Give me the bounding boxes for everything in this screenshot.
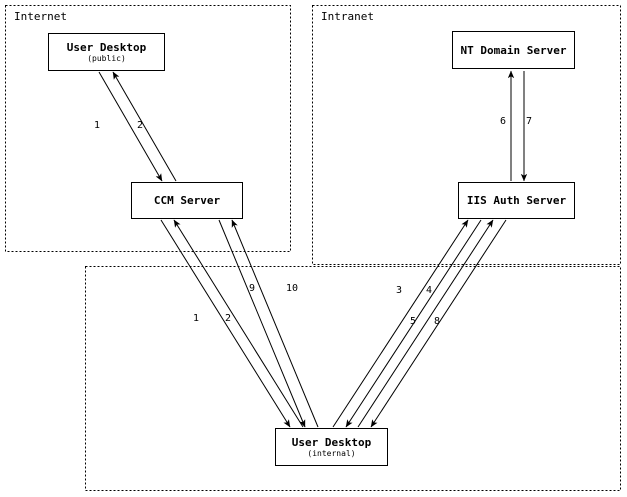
edge-label-7: 7	[526, 116, 533, 127]
node-user-desktop-public-subtitle: (public)	[87, 53, 126, 63]
edge-label-5: 5	[410, 316, 417, 327]
node-ccm-server-title: CCM Server	[153, 194, 221, 207]
zone-label-internet: Internet	[14, 10, 67, 23]
edge-label-1-bottom: 1	[193, 313, 200, 324]
flow-connectors	[98, 70, 528, 428]
node-user-desktop-public[interactable]: User Desktop (public)	[48, 33, 165, 71]
flow-10-line	[218, 219, 306, 428]
zone-corporate-outline	[85, 266, 621, 491]
edge-label-10: 10	[286, 283, 299, 294]
node-ccm-server[interactable]: CCM Server	[131, 182, 243, 219]
flow-5-line	[357, 219, 494, 428]
node-user-desktop-internal-subtitle: (internal)	[307, 448, 356, 458]
edge-label-2-bottom: 2	[225, 313, 232, 324]
node-user-desktop-public-title: User Desktop	[66, 40, 147, 54]
flow-2b-line	[173, 219, 304, 428]
zone-internet-outline	[5, 5, 291, 252]
flow-1b-line	[160, 219, 291, 428]
node-iis-auth-server[interactable]: IIS Auth Server	[458, 182, 575, 219]
zone-outlines	[5, 5, 621, 491]
node-user-desktop-internal-title: User Desktop	[291, 435, 372, 449]
node-iis-auth-server-title: IIS Auth Server	[466, 194, 567, 207]
edge-label-8: 8	[434, 316, 441, 327]
flow-3-line	[332, 219, 469, 428]
zone-label-intranet: Intranet	[321, 10, 374, 23]
edge-label-2-top: 2	[137, 120, 144, 131]
edge-label-9: 9	[249, 283, 256, 294]
flow-8-line	[370, 219, 507, 428]
edge-label-6: 6	[500, 116, 507, 127]
node-user-desktop-internal[interactable]: User Desktop (internal)	[275, 428, 388, 466]
node-nt-domain-server[interactable]: NT Domain Server	[452, 31, 575, 69]
edge-label-4: 4	[426, 285, 433, 296]
node-nt-domain-server-title: NT Domain Server	[460, 43, 567, 57]
edge-label-1-top: 1	[94, 120, 101, 131]
zone-intranet-outline	[312, 5, 621, 265]
flow-2-line	[112, 71, 177, 182]
flow-1-line	[98, 71, 163, 182]
flow-9-line	[231, 219, 319, 428]
edge-label-3: 3	[396, 285, 403, 296]
flow-4-line	[345, 219, 482, 428]
